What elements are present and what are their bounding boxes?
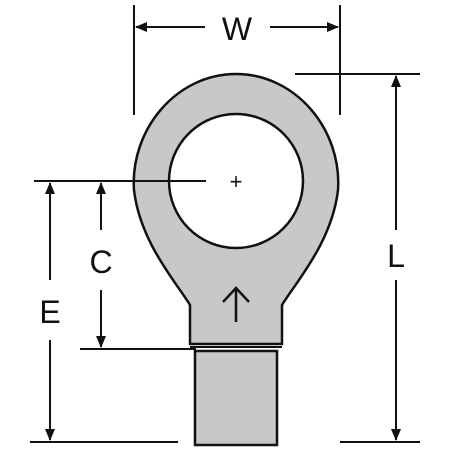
width-label: W	[222, 11, 253, 47]
end-label: E	[39, 294, 60, 330]
end-dimension: E	[30, 182, 178, 443]
width-dimension: W	[133, 5, 341, 115]
terminal-barrel	[193, 349, 279, 447]
ring-terminal: +	[132, 72, 340, 447]
center-dimension: C	[80, 182, 196, 350]
up-arrow-icon	[222, 286, 250, 322]
center-mark: +	[230, 169, 243, 194]
center-label: C	[89, 244, 112, 280]
length-dimension: L	[295, 73, 420, 443]
length-label: L	[387, 238, 405, 274]
